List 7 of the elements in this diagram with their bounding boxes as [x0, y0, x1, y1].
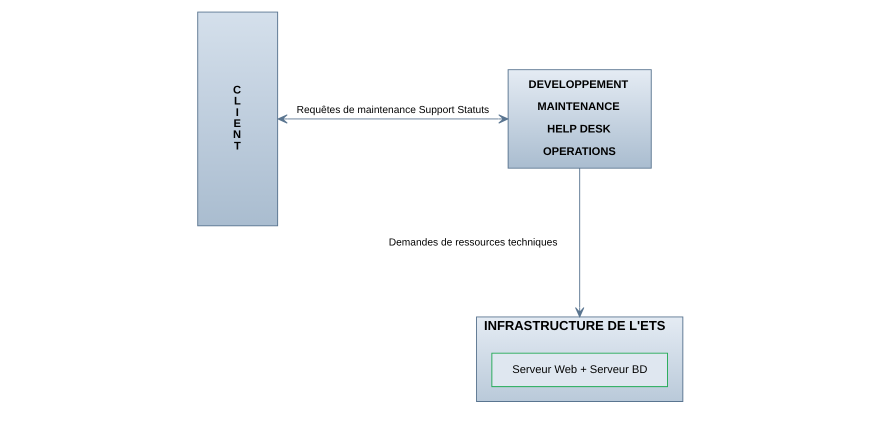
arrow — [277, 114, 508, 124]
node-box: Serveur Web + Serveur BD — [491, 352, 668, 388]
node-box: DEVELOPPEMENT MAINTENANCE HELP DESK OPERATIONS — [508, 69, 652, 169]
edge-label: Demandes de ressources techniques — [388, 238, 558, 249]
edge-label: Requêtes de maintenance Support Statuts — [296, 105, 490, 116]
arrow — [575, 168, 584, 318]
node-box: CLIENT — [197, 12, 278, 226]
